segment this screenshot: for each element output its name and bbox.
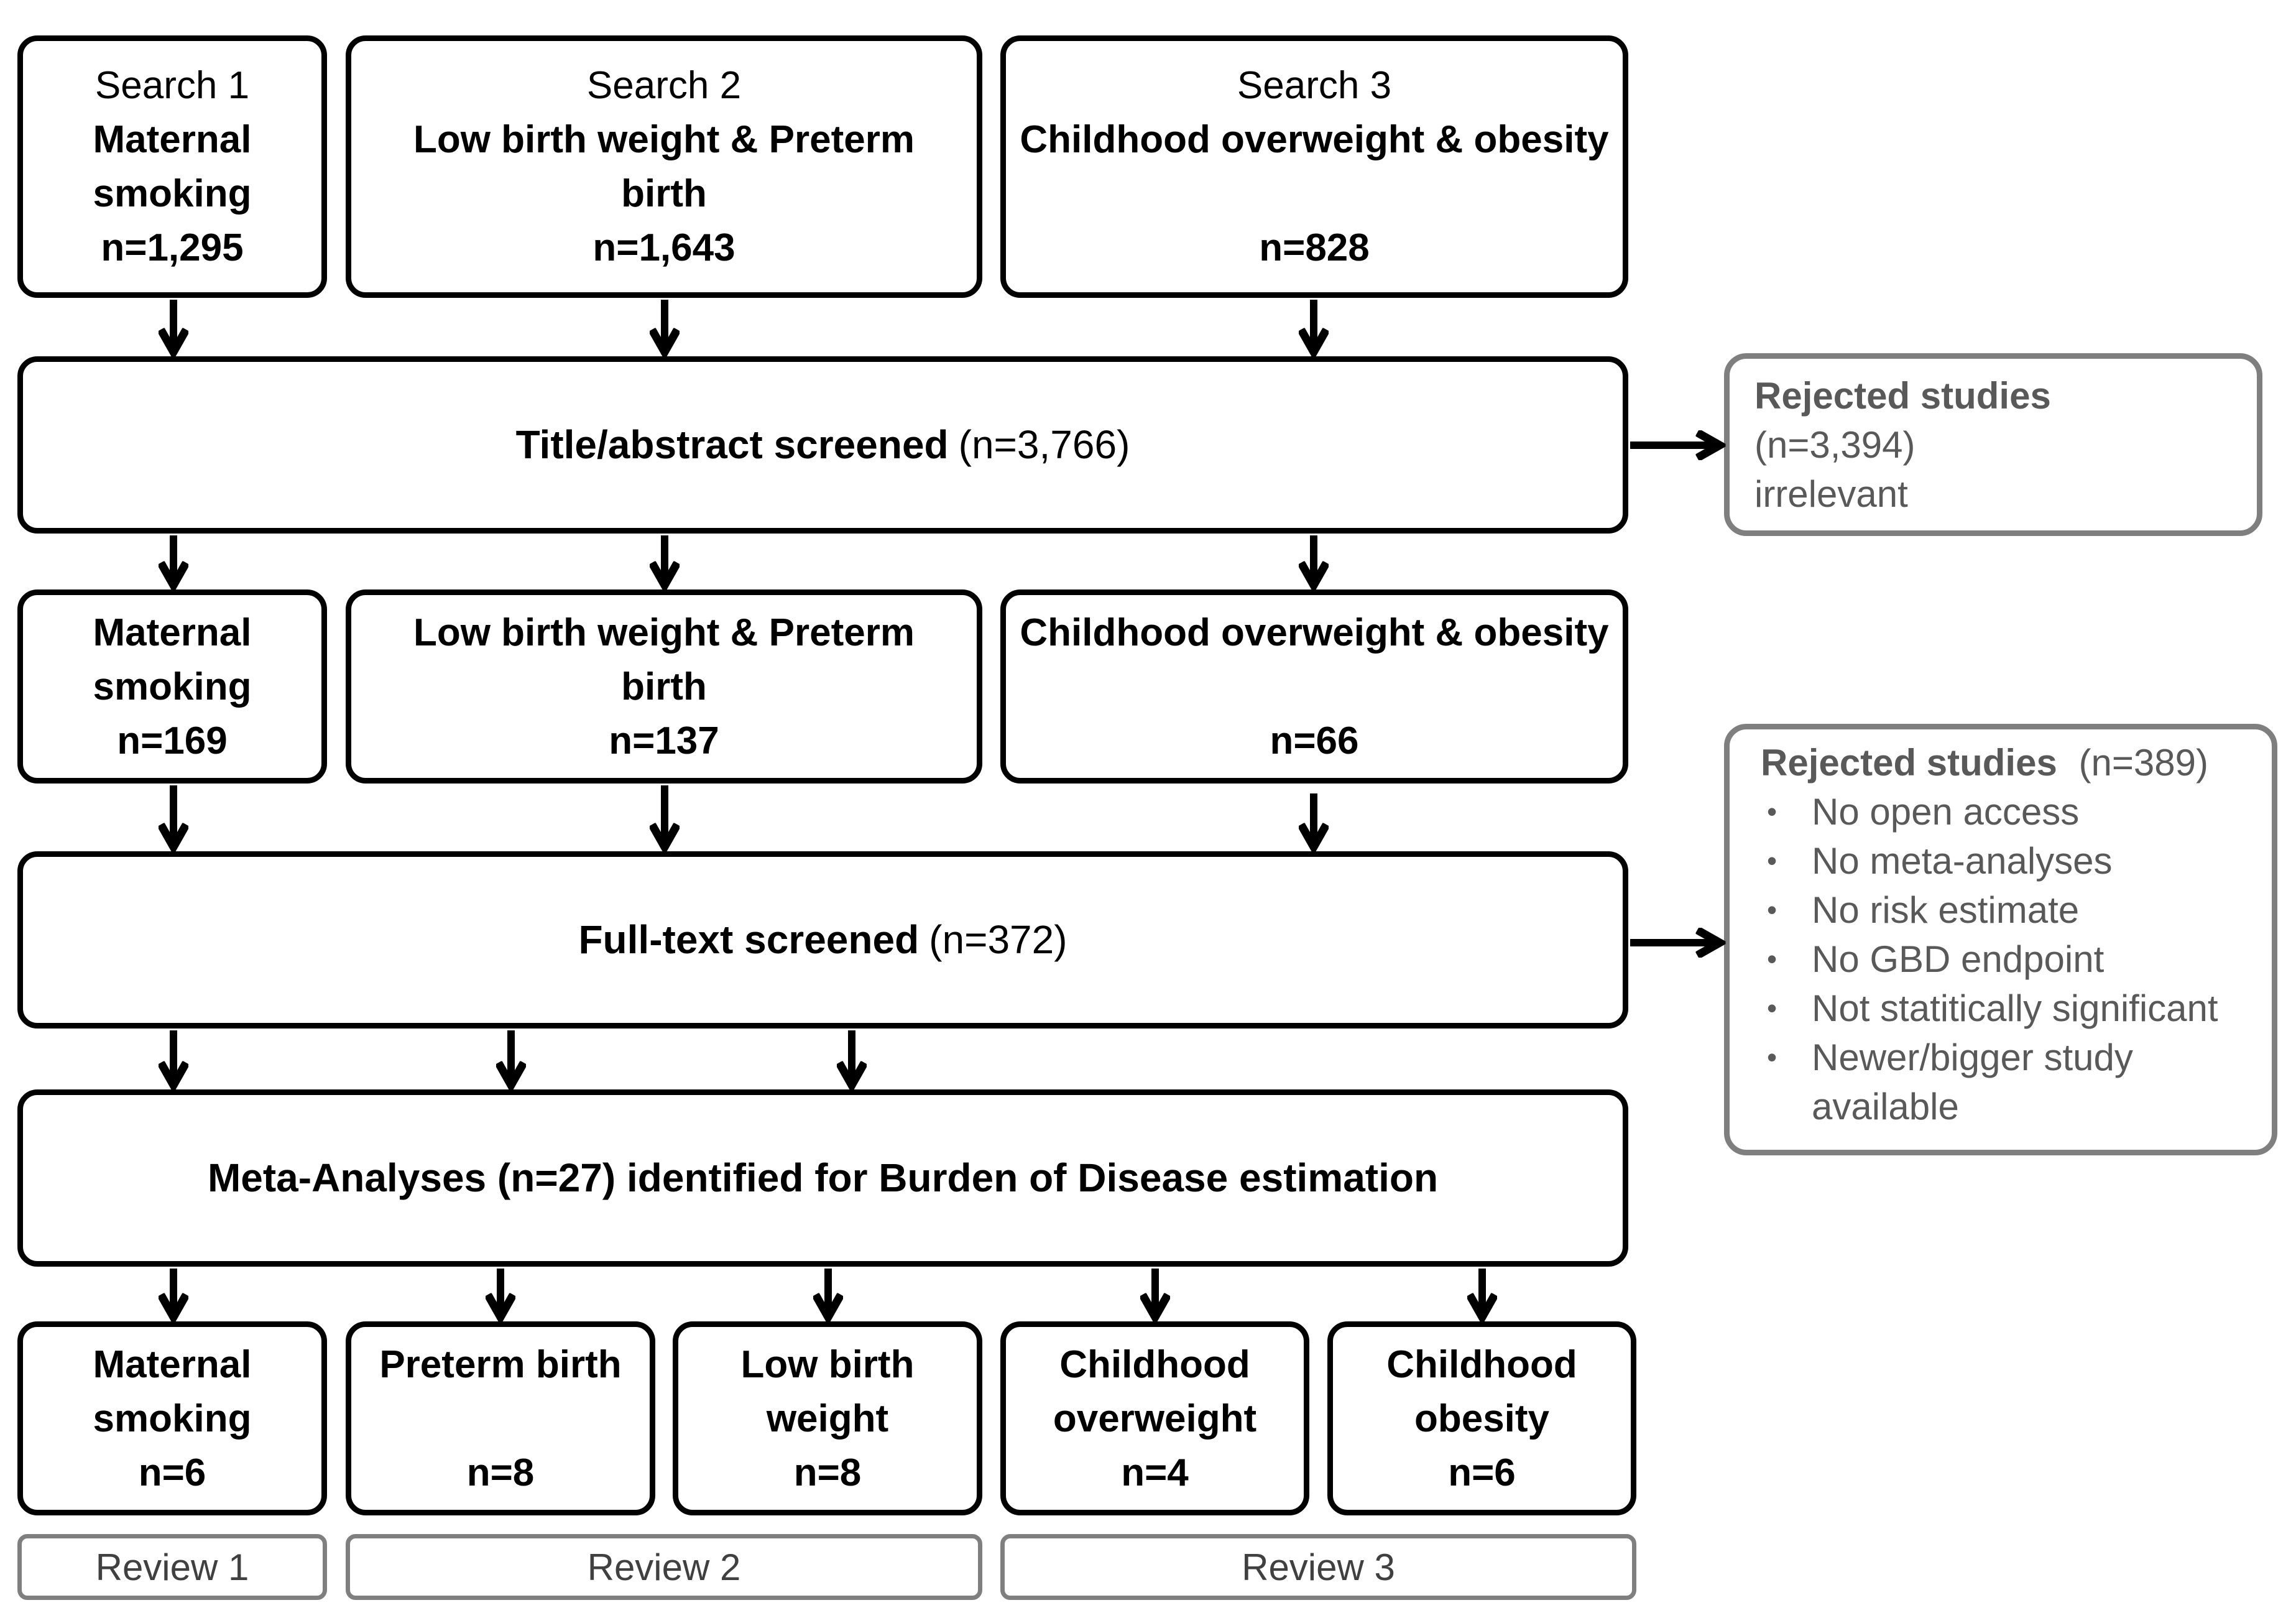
screened-topic-2-box: Low birth weight & Preterm birth n=137 [346,589,982,784]
search-2-title-line-2: birth [621,172,707,215]
search-3-title: Childhood overweight & obesity [1020,118,1609,161]
search-1-title-line-2: smoking [93,172,252,215]
search-2-title-line-1: Low birth weight & Preterm [413,118,915,161]
full-text-count: (n=372) [929,917,1067,962]
rejected-2-reason: •Not statitically significant [1767,987,2218,1029]
search-2-label: Search 2 [586,64,742,107]
search-3-label: Search 3 [1237,64,1392,107]
screened-topic-2-line-1: Low birth weight & Preterm [413,611,915,654]
outcome-childhood-overweight-box: Childhood overweight n=4 [1000,1321,1309,1515]
screened-topic-3-line-1: Childhood overweight & obesity [1020,611,1609,654]
outcome-preterm-birth-box: Preterm birth n=8 [346,1321,655,1515]
outcome-3-line-1: Low birth [740,1343,915,1386]
review-3-bracket: Review 3 [1000,1534,1636,1600]
rejected-2-reason-list: •No open access •No meta-analyses •No ri… [1761,787,2272,1131]
rejected-studies-box-1: Rejected studies (n=3,394) irrelevant [1724,353,2262,536]
outcome-1-line-2: smoking [93,1397,252,1440]
rejected-2-reason-continued: available [1812,1086,1959,1127]
search-1-label: Search 1 [95,64,250,107]
screened-topic-2-line-2: birth [621,665,707,708]
review-3-label: Review 3 [1242,1546,1395,1588]
screened-topic-1-count: n=169 [117,719,228,762]
review-2-label: Review 2 [587,1546,741,1588]
meta-analyses-box: Meta-Analyses (n=27) identified for Burd… [17,1089,1628,1267]
screened-topic-1-box: Maternal smoking n=169 [17,589,327,784]
rejected-2-reason: •Newer/bigger study [1767,1037,2133,1078]
screened-topic-2-count: n=137 [609,719,719,762]
full-text-screen-box: Full-text screened (n=372) [17,851,1628,1029]
search-1-box: Search 1 Maternal smoking n=1,295 [17,35,327,298]
rejected-2-reason: •No risk estimate [1767,889,2080,931]
rejected-1-count: (n=3,394) [1754,424,1916,466]
outcome-5-line-1: Childhood [1386,1343,1577,1386]
rejected-2-heading: Rejected studies [1761,742,2057,784]
screened-topic-1-line-1: Maternal [93,611,252,654]
meta-analyses-label: Meta-Analyses (n=27) identified for Burd… [207,1155,1439,1200]
outcome-3-count: n=8 [793,1451,862,1494]
rejected-2-count: (n=389) [2078,742,2208,784]
rejected-2-reason: •No meta-analyses [1767,840,2113,882]
review-2-bracket: Review 2 [346,1534,982,1600]
outcome-2-line-1: Preterm birth [379,1343,622,1386]
title-abstract-screen-box: Title/abstract screened (n=3,766) [17,356,1628,534]
outcome-5-count: n=6 [1448,1451,1516,1494]
outcome-5-line-2: obesity [1414,1397,1550,1440]
rejected-1-heading: Rejected studies [1754,375,2051,417]
outcome-childhood-obesity-box: Childhood obesity n=6 [1327,1321,1636,1515]
outcome-1-line-1: Maternal [93,1343,252,1386]
rejected-studies-box-2: Rejected studies (n=389) •No open access… [1724,724,2277,1155]
screened-topic-3-count: n=66 [1270,719,1359,762]
title-abstract-label: Title/abstract screened [515,422,949,467]
review-1-bracket: Review 1 [17,1534,327,1600]
rejected-2-header: Rejected studies (n=389) [1761,738,2272,787]
rejected-2-reason: •No GBD endpoint [1767,938,2105,980]
search-3-box: Search 3 Childhood overweight & obesity … [1000,35,1628,298]
search-1-title-line-1: Maternal [93,118,252,161]
review-1-label: Review 1 [95,1546,249,1588]
outcome-maternal-smoking-box: Maternal smoking n=6 [17,1321,327,1515]
outcome-low-birth-weight-box: Low birth weight n=8 [673,1321,982,1515]
rejected-2-reason: •No open access [1767,791,2080,833]
outcome-3-line-2: weight [766,1397,889,1440]
outcome-1-count: n=6 [138,1451,206,1494]
screened-topic-3-box: Childhood overweight & obesity n=66 [1000,589,1628,784]
outcome-4-count: n=4 [1121,1451,1189,1494]
screened-topic-1-line-2: smoking [93,665,252,708]
outcome-2-count: n=8 [466,1451,535,1494]
full-text-label: Full-text screened [578,917,920,962]
outcome-4-line-1: Childhood [1059,1343,1250,1386]
search-1-count: n=1,295 [101,226,244,269]
search-3-count: n=828 [1259,226,1370,269]
title-abstract-count: (n=3,766) [958,422,1130,467]
search-2-box: Search 2 Low birth weight & Preterm birt… [346,35,982,298]
outcome-4-line-2: overweight [1053,1397,1257,1440]
rejected-1-reason: irrelevant [1754,473,1908,515]
search-2-count: n=1,643 [592,226,735,269]
